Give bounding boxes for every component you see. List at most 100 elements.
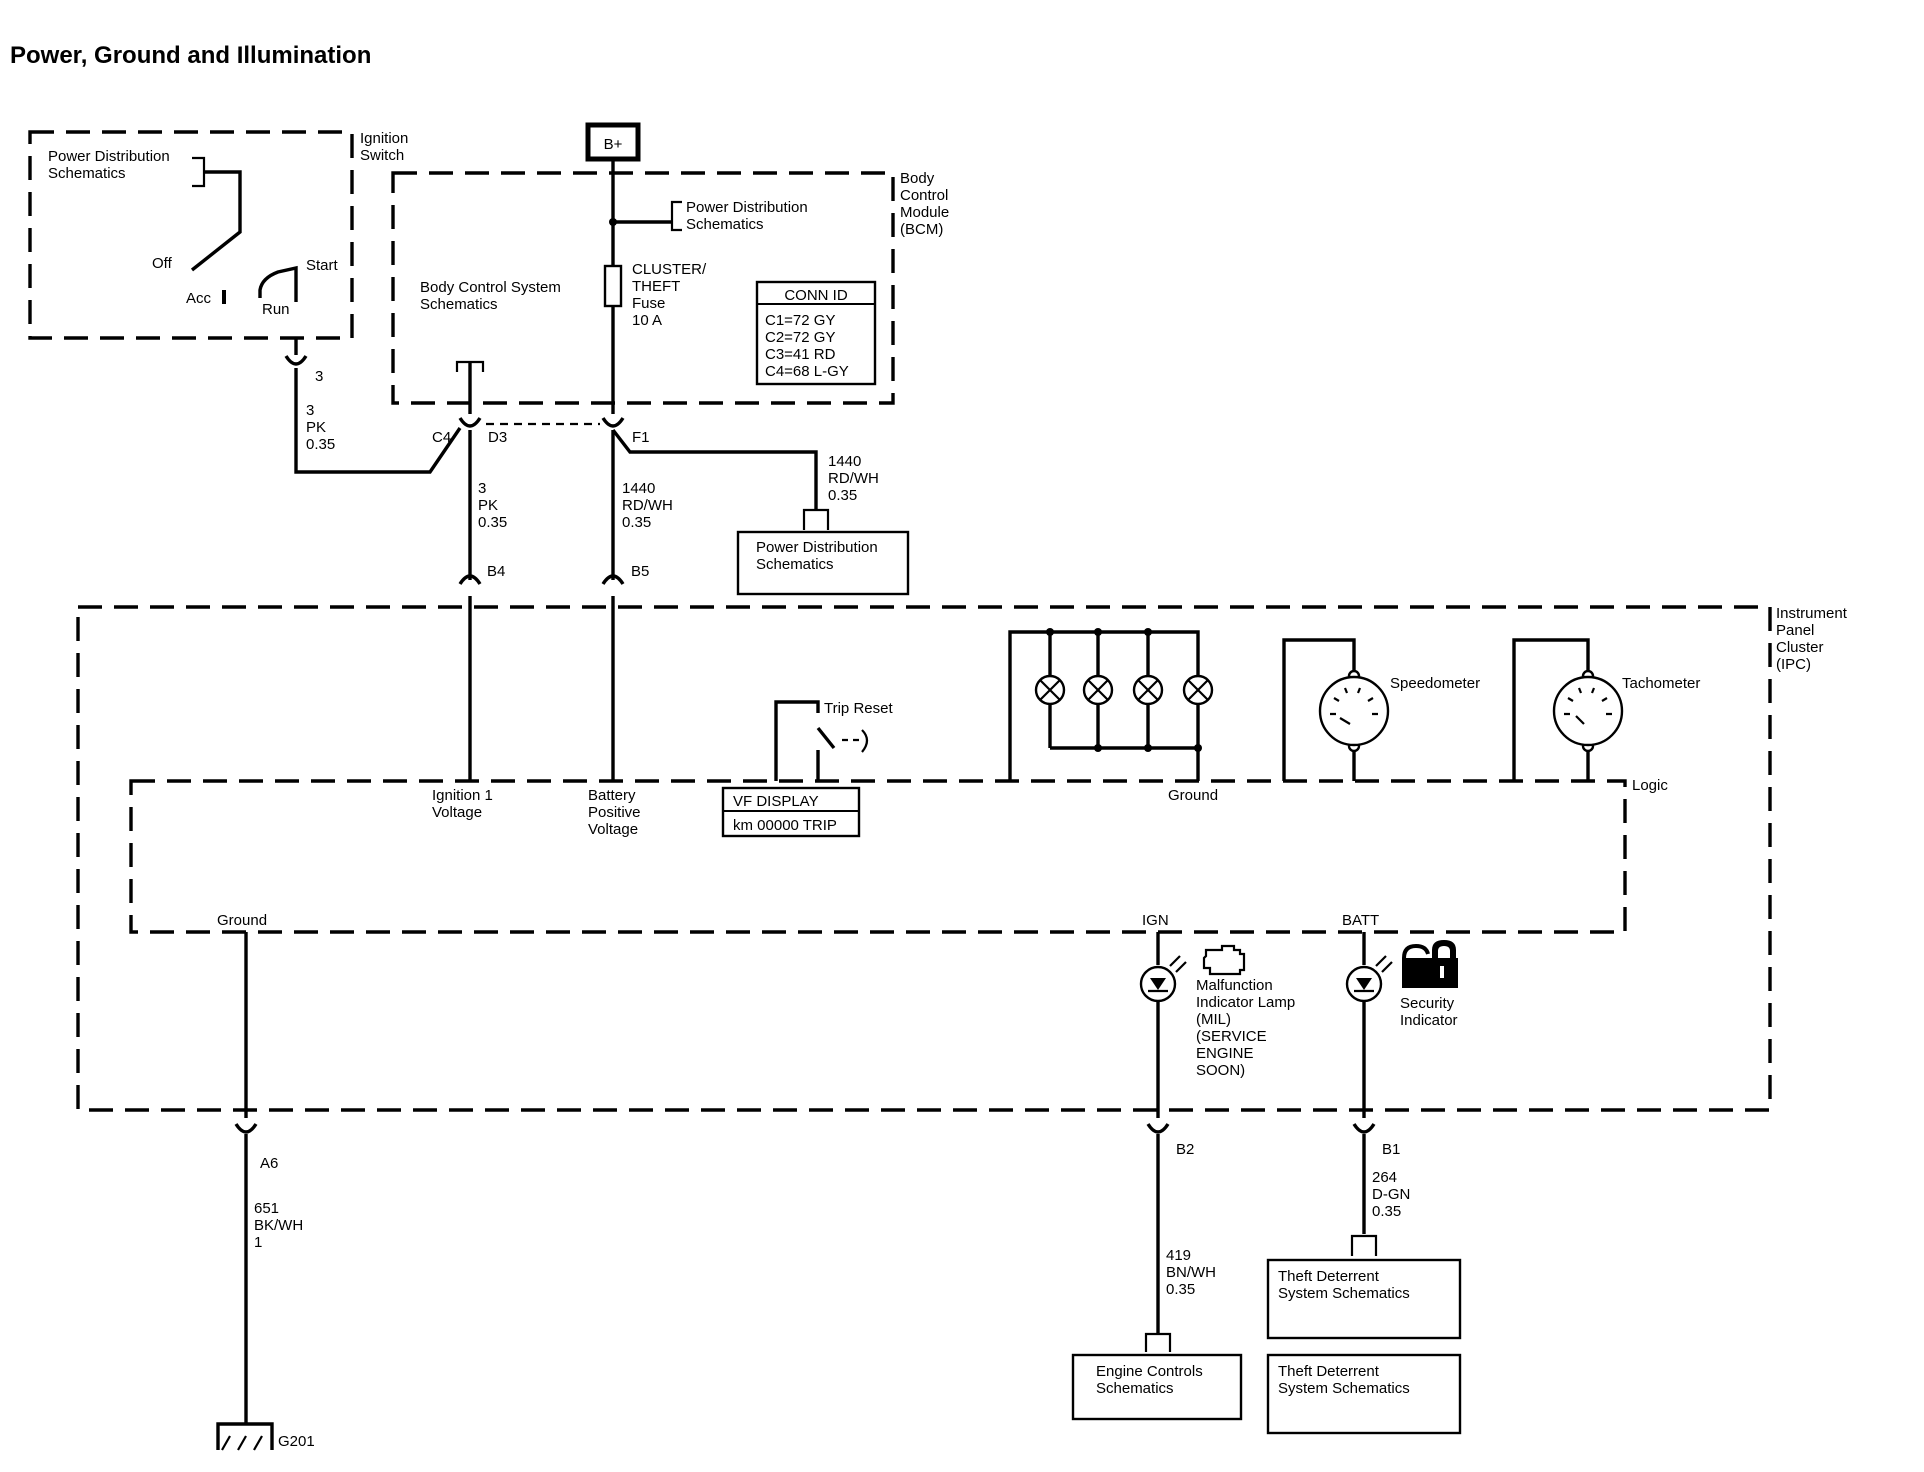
ipc-label-2: Panel: [1776, 622, 1814, 639]
mil-label-1: Malfunction: [1196, 977, 1273, 994]
bcm-pin-d3: D3: [488, 429, 507, 446]
ignition-switch-label-2: Switch: [360, 147, 404, 164]
mil-label-5: ENGINE: [1196, 1045, 1254, 1062]
engine-controls-box: [1071, 1353, 1243, 1421]
wire-ign-out-1: 3: [306, 402, 314, 419]
ignition-switch-label-1: Ignition: [360, 130, 408, 147]
engine-icon: [1202, 944, 1246, 976]
wire-ign-to-bcm: [294, 368, 462, 474]
lamp-4-splice-bottom: [1194, 744, 1202, 752]
theft-box-fork: [1350, 1234, 1378, 1256]
security-label-2: Indicator: [1400, 1012, 1458, 1029]
ipc-boundary: [76, 605, 1772, 1112]
security-led-icon: [1345, 955, 1393, 1003]
wire-ground-2: BK/WH: [254, 1217, 303, 1234]
ignition-switch-boundary: [28, 130, 354, 340]
theft-deterrent-box-2: [1266, 1353, 1462, 1435]
conn-id-row-4: C4=68 L-GY: [765, 363, 849, 380]
wire-ign1-1: 3: [478, 480, 486, 497]
trip-reset-button: [861, 729, 869, 753]
conn-id-row-3: C3=41 RD: [765, 346, 836, 363]
wire-ign-out-3: 0.35: [306, 436, 335, 453]
mil-label-2: Indicator Lamp: [1196, 994, 1295, 1011]
tachometer-gauge-icon: [1552, 675, 1624, 747]
battery-positive-label: B+: [604, 136, 623, 153]
bcm-label-2: Control: [900, 187, 948, 204]
ign1-voltage-2: Voltage: [432, 804, 482, 821]
lamp-2-splice-bottom: [1094, 744, 1102, 752]
speedometer-needle: [1330, 687, 1378, 725]
pd-box-2: Schematics: [756, 556, 834, 573]
mil-label-3: (MIL): [1196, 1011, 1231, 1028]
illumination-lamp-icon: [1182, 674, 1214, 706]
ign-switch-pin: 3: [315, 368, 323, 385]
ipc-pin-b2: B2: [1176, 1141, 1194, 1158]
logic-label: Logic: [1632, 777, 1668, 794]
wire-pd-1: 1440: [828, 453, 861, 470]
diagram-title: Power, Ground and Illumination: [10, 42, 371, 69]
wire-pd-3: 0.35: [828, 487, 857, 504]
fuse-label-4: 10 A: [632, 312, 662, 329]
wire-batt-3: 0.35: [622, 514, 651, 531]
ign-switch-arm: [190, 170, 242, 272]
batt-voltage-3: Voltage: [588, 821, 638, 838]
bcm-connector-c4-d3: [458, 417, 482, 428]
wire-ign1-3: 0.35: [478, 514, 507, 531]
switch-pos-run: Run: [262, 301, 290, 318]
lamp-bus: [1008, 630, 1200, 781]
lamp-3-splice-top: [1144, 628, 1152, 636]
wire-batt-pd-branch: [611, 428, 818, 510]
illumination-lamp-icon: [1082, 674, 1114, 706]
theft-box-2-line-2: System Schematics: [1278, 1380, 1410, 1397]
batt-voltage-2: Positive: [588, 804, 641, 821]
pd-box-fork: [802, 508, 830, 530]
ipc-pin-a6: A6: [260, 1155, 278, 1172]
ground-top-label: Ground: [1168, 787, 1218, 804]
pd-box-1: Power Distribution: [756, 539, 878, 556]
ignition-switch: Ignition Switch Power Distribution Schem…: [28, 130, 408, 385]
bcm-label-4: (BCM): [900, 221, 943, 238]
mil-led-icon: [1139, 955, 1187, 1003]
speedometer-wire-in: [1282, 638, 1356, 781]
wire-batt-1: 1440: [622, 480, 655, 497]
fuse-label-1: CLUSTER/: [632, 261, 707, 278]
vf-display-line-1: VF DISPLAY: [733, 793, 819, 810]
body-control-module: Body Control Module (BCM) Body Control S…: [391, 170, 949, 414]
wire-batt-2: RD/WH: [622, 497, 673, 514]
power-distribution-box: [736, 530, 910, 596]
conn-id-row-1: C1=72 GY: [765, 312, 835, 329]
trip-reset-label: Trip Reset: [824, 700, 893, 717]
run-start-contact: [258, 265, 298, 302]
wire-ign1-2: PK: [478, 497, 498, 514]
illumination-lamp-icon: [1132, 674, 1164, 706]
battery-positive-box: [585, 122, 641, 162]
conn-id-header: CONN ID: [784, 287, 848, 304]
wire-ign-out-2: PK: [306, 419, 326, 436]
theft-deterrent-box-1: [1266, 1258, 1462, 1340]
tachometer-wire-in: [1512, 638, 1590, 781]
ign-ref-bracket: [192, 156, 206, 188]
bcs-ref-2: Schematics: [420, 296, 498, 313]
ign-pd-ref-2: Schematics: [48, 165, 126, 182]
ipc-connector-b2: [1146, 1123, 1170, 1134]
mil-label-4: (SERVICE: [1196, 1028, 1267, 1045]
batt-voltage-1: Battery: [588, 787, 636, 804]
wire-mil-2: BN/WH: [1166, 1264, 1216, 1281]
switch-pos-off: Off: [152, 255, 173, 272]
bcm-label-1: Body: [900, 170, 935, 187]
lamp-1-splice-top: [1046, 628, 1054, 636]
tachometer-needle: [1564, 687, 1612, 725]
ground-point-label: G201: [278, 1433, 315, 1450]
trip-reset-switch-arm: [816, 726, 836, 750]
switch-pos-start: Start: [306, 257, 339, 274]
bcm-pd-ref-1: Power Distribution: [686, 199, 808, 216]
cluster-theft-fuse: [603, 264, 623, 308]
bcm-pin-c4: C4: [432, 429, 451, 446]
fuse-label-3: Fuse: [632, 295, 665, 312]
switch-pos-acc: Acc: [186, 290, 212, 307]
security-lock-icon: [1402, 940, 1458, 988]
mil-label-6: SOON): [1196, 1062, 1245, 1079]
wire-ground-1: 651: [254, 1200, 279, 1217]
conn-id-row-2: C2=72 GY: [765, 329, 835, 346]
